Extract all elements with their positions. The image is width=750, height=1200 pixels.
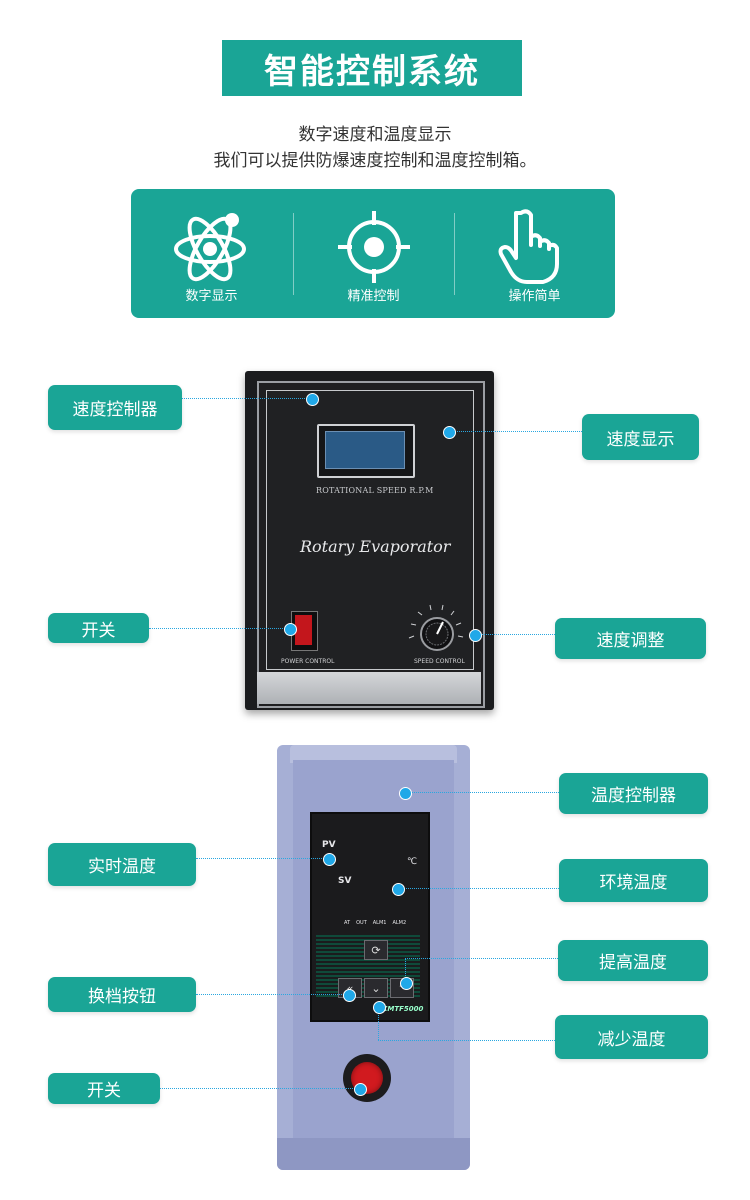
callout-speed-controller: 速度控制器 bbox=[48, 385, 182, 430]
leader-line bbox=[448, 431, 582, 432]
leader-line bbox=[474, 634, 555, 635]
sv-label: SV bbox=[338, 876, 352, 886]
callout-switch: 开关 bbox=[48, 613, 149, 643]
feature-label: 数字显示 bbox=[185, 289, 238, 304]
indicator-at: AT bbox=[344, 920, 351, 926]
pointer-dot bbox=[343, 989, 356, 1002]
indicator-row: AT OUT ALM1 ALM2 bbox=[344, 920, 406, 926]
display-caption: ROTATIONAL SPEED R.P.M bbox=[316, 486, 434, 495]
leader-line bbox=[378, 1040, 555, 1041]
speed-control-label: SPEED CONTROL bbox=[414, 658, 465, 665]
pointer-dot bbox=[399, 787, 412, 800]
section-title: 智能控制系统 bbox=[222, 40, 522, 96]
pointer-dot bbox=[306, 393, 319, 406]
callout-lower-temp: 减少温度 bbox=[555, 1015, 708, 1059]
feature-label: 精准控制 bbox=[347, 289, 400, 304]
leader-line bbox=[397, 888, 559, 889]
callout-speed-adjust: 速度调整 bbox=[555, 618, 706, 659]
leader-line bbox=[405, 958, 558, 959]
leader-line bbox=[182, 398, 311, 399]
pv-label: PV bbox=[322, 840, 336, 850]
leader-line bbox=[404, 792, 559, 793]
pointer-dot bbox=[354, 1083, 367, 1096]
feature-label: 操作简单 bbox=[508, 289, 561, 304]
callout-real-temp: 实时温度 bbox=[48, 843, 196, 886]
device-name: Rotary Evaporator bbox=[300, 537, 451, 556]
feature-panel: 数字显示 精准控制 操作简单 bbox=[131, 189, 615, 318]
speed-knob[interactable] bbox=[403, 598, 469, 658]
leader-line bbox=[405, 958, 406, 982]
indicator-alm1: ALM1 bbox=[372, 920, 387, 926]
celsius-unit: ℃ bbox=[407, 857, 418, 867]
callout-temp-controller: 温度控制器 bbox=[559, 773, 708, 814]
divider bbox=[454, 213, 455, 295]
model-label: XMTF5000 bbox=[382, 1005, 424, 1013]
hand-pointer-icon bbox=[498, 209, 559, 284]
callout-ambient-temp: 环境温度 bbox=[559, 859, 708, 902]
leader-line bbox=[149, 628, 289, 629]
pointer-dot bbox=[284, 623, 297, 636]
speed-controller-base bbox=[257, 672, 481, 704]
temp-controller-base bbox=[277, 1138, 470, 1170]
power-control-label: POWER CONTROL bbox=[281, 658, 335, 665]
down-button[interactable]: ⌄ bbox=[364, 978, 388, 998]
temp-controller-lip bbox=[290, 745, 457, 763]
pointer-dot bbox=[443, 426, 456, 439]
divider bbox=[293, 213, 294, 295]
feature-easy-operation: 操作简单 bbox=[454, 189, 615, 318]
callout-speed-display: 速度显示 bbox=[582, 414, 699, 460]
subtitle-line-1: 数字速度和温度显示 bbox=[298, 125, 452, 145]
pointer-dot bbox=[469, 629, 482, 642]
speed-display-screen bbox=[325, 431, 405, 469]
callout-power-switch: 开关 bbox=[48, 1073, 160, 1104]
feature-precise-control: 精准控制 bbox=[293, 189, 454, 318]
feature-digital-display: 数字显示 bbox=[131, 189, 292, 318]
target-icon bbox=[337, 211, 410, 283]
callout-raise-temp: 提高温度 bbox=[558, 940, 708, 981]
leader-line bbox=[160, 1088, 359, 1089]
leader-line bbox=[196, 994, 348, 995]
pointer-dot bbox=[373, 1001, 386, 1014]
indicator-out: OUT bbox=[356, 920, 367, 926]
pointer-dot bbox=[400, 977, 413, 990]
indicator-alm2: ALM2 bbox=[392, 920, 407, 926]
leader-line bbox=[378, 1006, 379, 1040]
atom-icon bbox=[173, 213, 246, 282]
callout-shift-button: 换档按钮 bbox=[48, 977, 196, 1012]
subtitle-line-2: 我们可以提供防爆速度控制和温度控制箱。 bbox=[213, 151, 537, 171]
cycle-button[interactable]: ⟳ bbox=[364, 940, 388, 960]
pointer-dot bbox=[392, 883, 405, 896]
leader-line bbox=[196, 858, 328, 859]
power-switch-rocker bbox=[295, 615, 312, 645]
pointer-dot bbox=[323, 853, 336, 866]
